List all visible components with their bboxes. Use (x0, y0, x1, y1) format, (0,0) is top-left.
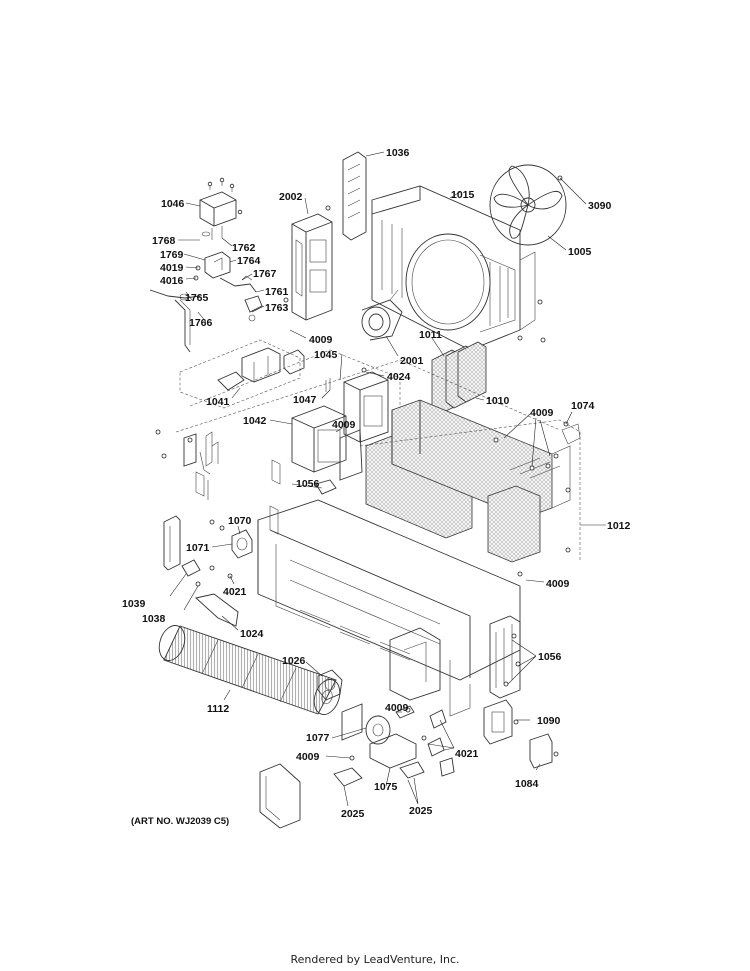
callout-2025-right: 2025 (409, 805, 433, 817)
callout-1011: 1011 (419, 329, 442, 341)
callout-1056-lower: 1056 (538, 651, 562, 663)
callout-4021-left: 4021 (223, 586, 247, 598)
callout-1005: 1005 (568, 246, 592, 258)
callout-1047: 1047 (293, 394, 317, 406)
callout-labels: 1036 1015 3090 1005 1046 2002 1768 1762 … (122, 147, 631, 827)
callout-2002: 2002 (279, 191, 303, 203)
callout-4009-coil-bottom: 4009 (546, 578, 570, 590)
callout-1768: 1768 (152, 235, 176, 247)
art-number: (ART NO. WJ2039 C5) (131, 816, 229, 827)
part-2001-motor (361, 289, 403, 341)
callout-1112: 1112 (207, 703, 229, 715)
callout-1071: 1071 (186, 542, 210, 554)
callout-4021-right: 4021 (455, 748, 479, 760)
callout-1084: 1084 (515, 778, 539, 790)
callout-4009-upper: 4009 (309, 334, 333, 346)
callout-4024: 4024 (387, 371, 411, 383)
callout-1015: 1015 (451, 189, 475, 201)
callout-1038: 1038 (142, 613, 166, 625)
part-1070-bearing (209, 519, 253, 559)
callout-2025-left: 2025 (341, 808, 365, 820)
callout-1766: 1766 (189, 317, 213, 329)
callout-1765: 1765 (185, 292, 209, 304)
callout-1761: 1761 (265, 286, 289, 298)
part-2002-bracket (283, 205, 333, 321)
callout-1045: 1045 (314, 349, 338, 361)
part-1015-shroud (371, 185, 546, 351)
callout-1010: 1010 (486, 395, 510, 407)
callout-1012: 1012 (607, 520, 631, 532)
callout-1042: 1042 (243, 415, 267, 427)
callout-1077: 1077 (306, 732, 330, 744)
footer-credit: Rendered by LeadVenture, Inc. (290, 953, 460, 966)
callout-1090: 1090 (537, 715, 561, 727)
part-1024-trough (195, 593, 239, 627)
callout-4016: 4016 (160, 275, 184, 287)
callout-1764: 1764 (237, 255, 261, 267)
part-1036-bracket (342, 151, 367, 241)
part-1112-blower-wheel (158, 625, 341, 715)
part-1010-filters (431, 341, 487, 415)
part-1039-side-panel (163, 515, 233, 587)
callout-1763: 1763 (265, 302, 289, 314)
callout-1074: 1074 (571, 400, 595, 412)
part-1046-relay (199, 177, 243, 240)
callout-1046: 1046 (161, 198, 185, 210)
callout-1769: 1769 (160, 249, 184, 261)
part-1041-control-board (179, 339, 305, 409)
part-base-pan (155, 359, 561, 717)
callout-4009-compartment: 4009 (332, 419, 356, 431)
callout-3090: 3090 (588, 200, 612, 212)
leader-lines (169, 151, 606, 807)
part-1090-switch (483, 699, 559, 769)
callout-2001: 2001 (400, 355, 424, 367)
callout-4009-coil-top: 4009 (530, 407, 554, 419)
callout-1762: 1762 (232, 242, 256, 254)
callout-1036: 1036 (386, 147, 410, 159)
part-4021-clips (421, 709, 455, 777)
part-1026-bracket (317, 669, 343, 701)
callout-1056-upper: 1056 (296, 478, 320, 490)
callout-1041: 1041 (206, 396, 230, 408)
callout-4009-bottom: 4009 (296, 751, 320, 763)
part-1042-compartment (189, 349, 401, 473)
part-1012-coil (359, 399, 581, 577)
callout-4009-motor: 4009 (385, 702, 409, 714)
part-1005-fan-blade (489, 164, 567, 246)
callout-1767: 1767 (253, 268, 277, 280)
callout-1075: 1075 (374, 781, 398, 793)
callout-1070: 1070 (228, 515, 252, 527)
callout-1026: 1026 (282, 655, 306, 667)
callout-1024: 1024 (240, 628, 264, 640)
callout-1039: 1039 (122, 598, 146, 610)
callout-4019: 4019 (160, 262, 184, 274)
